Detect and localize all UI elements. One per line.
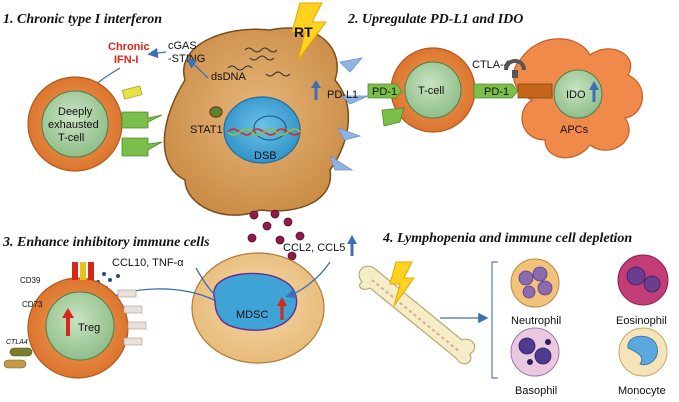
- ccl2-label: CCL2, CCL5: [283, 242, 345, 254]
- ifn-label: IFN-I: [114, 54, 138, 66]
- treg-label: Treg: [78, 322, 100, 334]
- neutrophil-label: Neutrophil: [511, 315, 561, 327]
- panel2-title: 2. Upregulate PD-L1 and IDO: [347, 12, 523, 27]
- tumor-spikes: [329, 57, 369, 171]
- mdsc-nucleus: [213, 272, 298, 331]
- stat1-icon: [209, 106, 223, 118]
- ido-label: IDO: [566, 89, 586, 101]
- dna-helix-icon: [227, 128, 301, 136]
- pd1-left-label: PD-1: [372, 86, 397, 98]
- mdsc-label: MDSC: [236, 309, 268, 321]
- tnf-to-mdsc-line: [195, 267, 215, 295]
- panel1-title: 1. Chronic type I interferon: [3, 12, 162, 27]
- dsdna-label: dsDNA: [211, 71, 247, 83]
- neutrophil-cell: [510, 258, 560, 308]
- treg-cell: [27, 277, 129, 379]
- panel2-tcell: [390, 47, 476, 133]
- radiation-bolt-icon: [291, 2, 327, 61]
- exhausted-receptors-icon: [121, 85, 163, 157]
- cd39-label: CD39: [20, 276, 41, 285]
- ctla4-label: CTLA-4: [472, 59, 510, 71]
- ccl10-label: CCL10, TNF-α: [112, 257, 184, 269]
- exhausted-label-3: T-cell: [58, 132, 84, 144]
- pdl1-label: PD-L1: [327, 89, 358, 101]
- pd1-right-label: PD-1: [484, 86, 509, 98]
- eosinophil-label: Eosinophil: [616, 315, 667, 327]
- eosinophil-cell: [617, 254, 669, 306]
- pd1-left-receptor: [367, 83, 403, 99]
- monocyte-cell: [618, 327, 668, 377]
- panel4-bolt-icon: [389, 261, 415, 307]
- rt-label: RT: [294, 24, 313, 40]
- panel2-tcell-label: T-cell: [418, 85, 444, 97]
- ctla4-small-label: CTLA4: [6, 339, 28, 346]
- exhausted-label-2: exhausted: [48, 119, 99, 131]
- basophil-cell: [510, 327, 560, 377]
- dsdna-fragments-icon: [227, 47, 291, 77]
- exhausted-label-1: Deeply: [58, 106, 93, 118]
- panel4-title: 4. Lymphopenia and immune cell depletion: [382, 231, 632, 246]
- basophil-label: Basophil: [515, 385, 557, 397]
- cd73-label: CD73: [22, 300, 43, 309]
- cgas-label: cGAS: [168, 40, 197, 52]
- apc-nucleus: [553, 69, 603, 119]
- sting-to-ifn-arrow: [147, 47, 167, 59]
- treg-receptors-icon: [3, 262, 147, 369]
- pdl1-ligand-bar: [517, 83, 553, 99]
- dsdna-to-cgas-arrow: [185, 58, 209, 79]
- apcs-label: APCs: [560, 124, 589, 136]
- cell-bracket: [491, 261, 498, 379]
- ccl2-to-mdsc-arrow: [285, 261, 331, 299]
- chronic-label: Chronic: [108, 41, 150, 53]
- pd1-right-receptor: [473, 83, 519, 99]
- panel3-title: 3. Enhance inhibitory immune cells: [2, 235, 210, 250]
- stat1-label: STAT1: [190, 124, 223, 136]
- sting-label: -STING: [168, 53, 205, 65]
- ctla4-receptor-icon: [504, 59, 526, 71]
- dsb-label: DSB: [254, 150, 277, 162]
- exhausted-tcell: [27, 76, 123, 172]
- monocyte-label: Monocyte: [618, 385, 666, 397]
- bone-icon: [358, 265, 476, 365]
